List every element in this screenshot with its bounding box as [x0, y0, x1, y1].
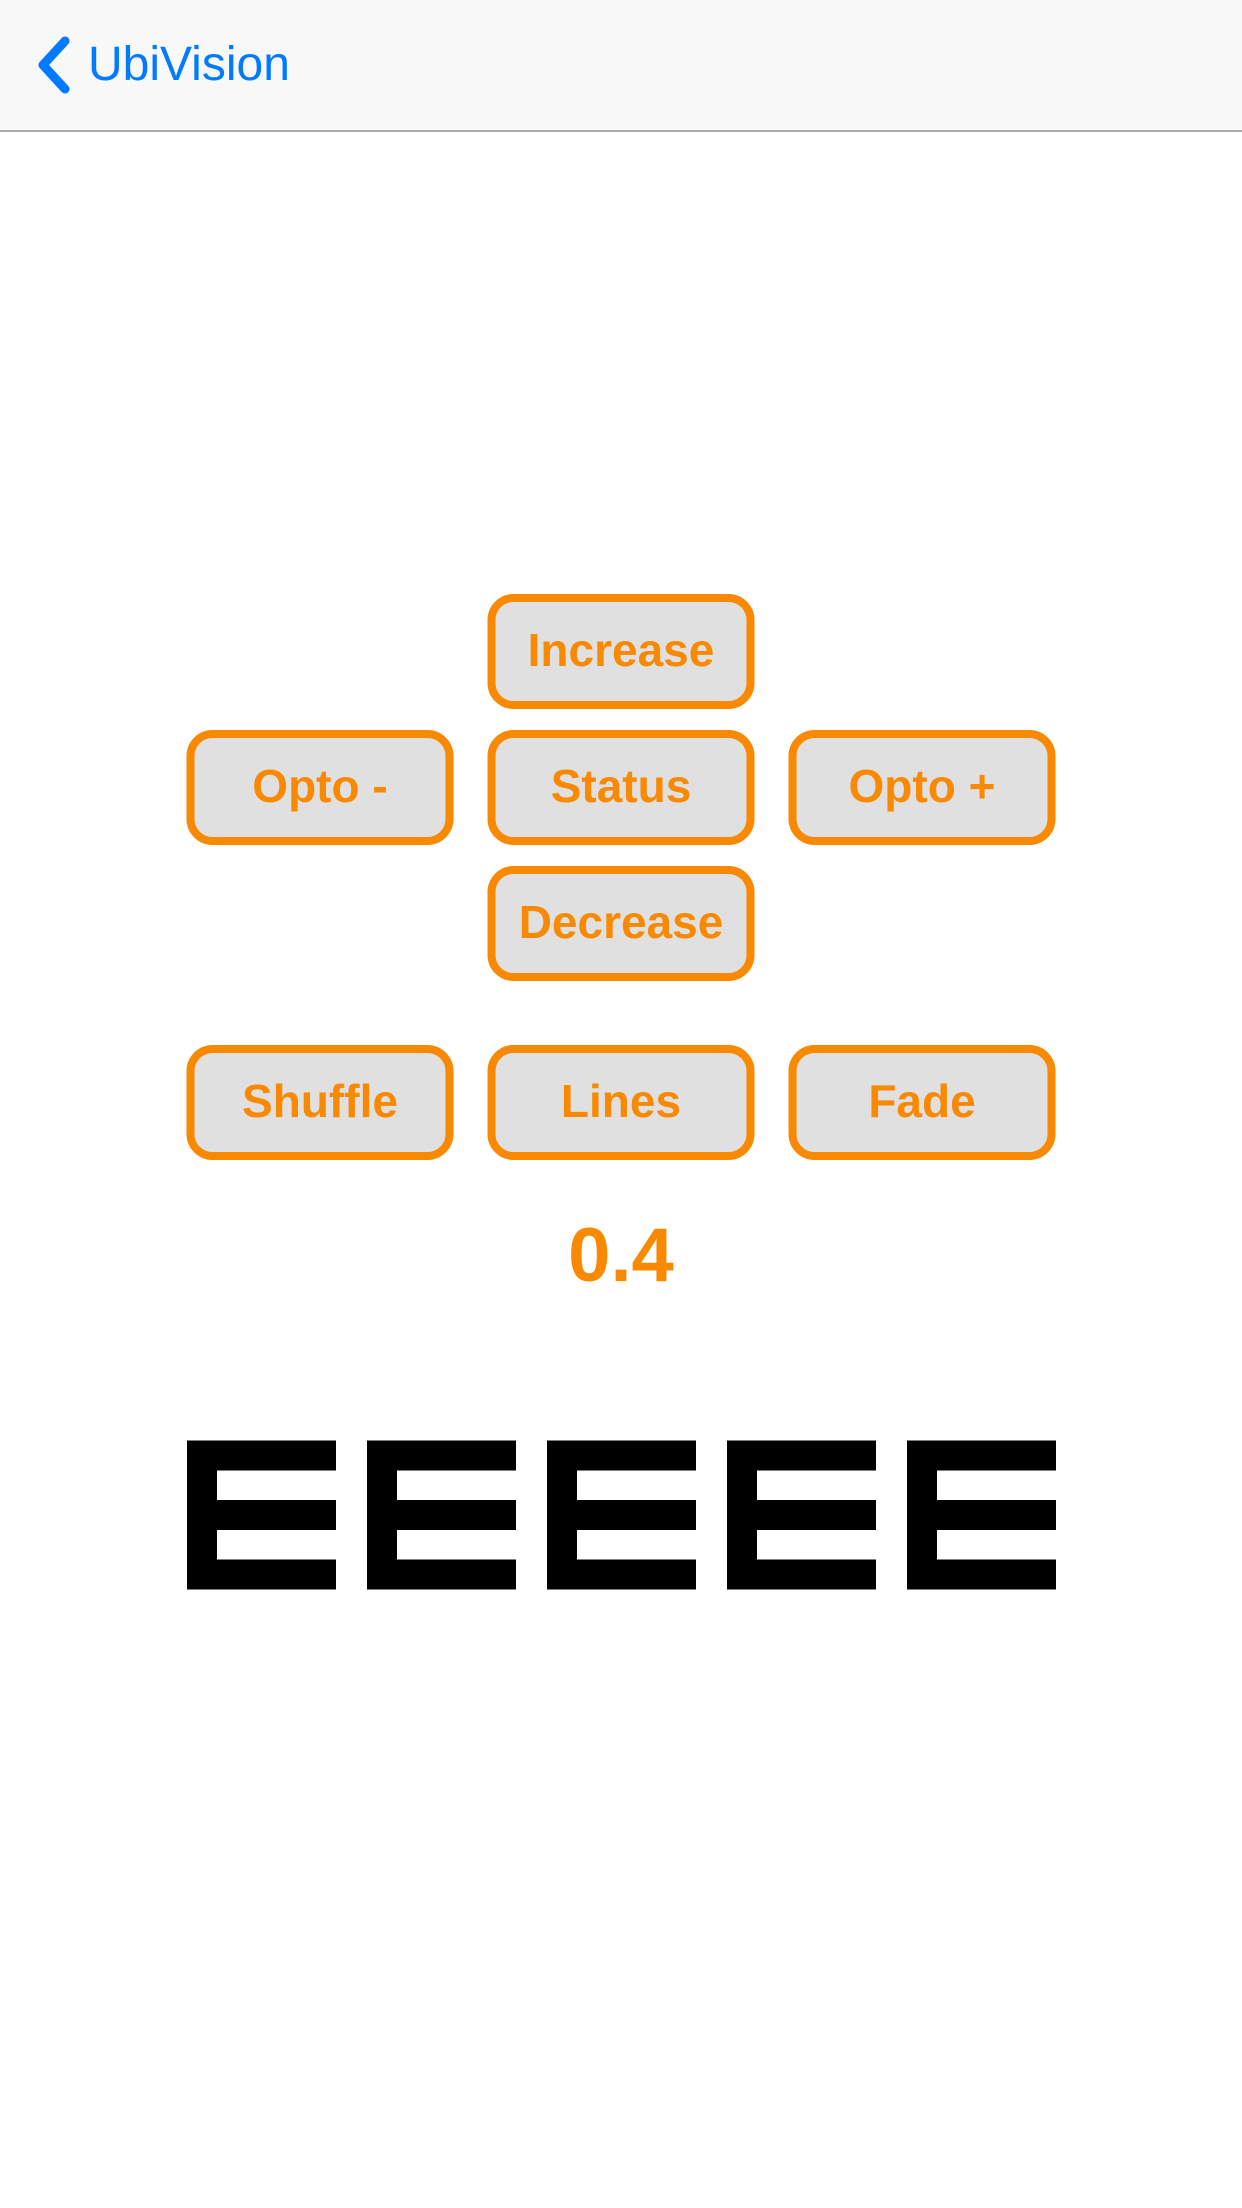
opto-plus-button[interactable]: Opto + — [788, 730, 1056, 845]
optotype-letter-E — [546, 1440, 696, 1590]
optotype-letter-E — [906, 1440, 1056, 1590]
back-chevron-icon — [38, 36, 70, 94]
optotype-letter-E — [366, 1440, 516, 1590]
status-button[interactable]: Status — [487, 730, 755, 845]
control-grid-lower: Shuffle Lines Fade — [186, 1045, 1056, 1160]
optotype-letter-E — [186, 1440, 336, 1590]
fade-button[interactable]: Fade — [788, 1045, 1056, 1160]
optotype-row — [0, 1440, 1242, 1590]
optotype-letter-E — [726, 1440, 876, 1590]
decrease-button[interactable]: Decrease — [487, 866, 755, 981]
acuity-value: 0.4 — [568, 1213, 674, 1298]
control-grid-main: Increase Opto - Status Opto + Decrease — [186, 594, 1056, 981]
increase-button[interactable]: Increase — [487, 594, 755, 709]
nav-bar: UbiVision — [0, 0, 1242, 132]
opto-minus-button[interactable]: Opto - — [186, 730, 454, 845]
back-label: UbiVision — [88, 38, 290, 91]
chevron-path — [38, 36, 70, 94]
shuffle-button[interactable]: Shuffle — [186, 1045, 454, 1160]
lines-button[interactable]: Lines — [487, 1045, 755, 1160]
back-button[interactable]: UbiVision — [36, 36, 290, 94]
